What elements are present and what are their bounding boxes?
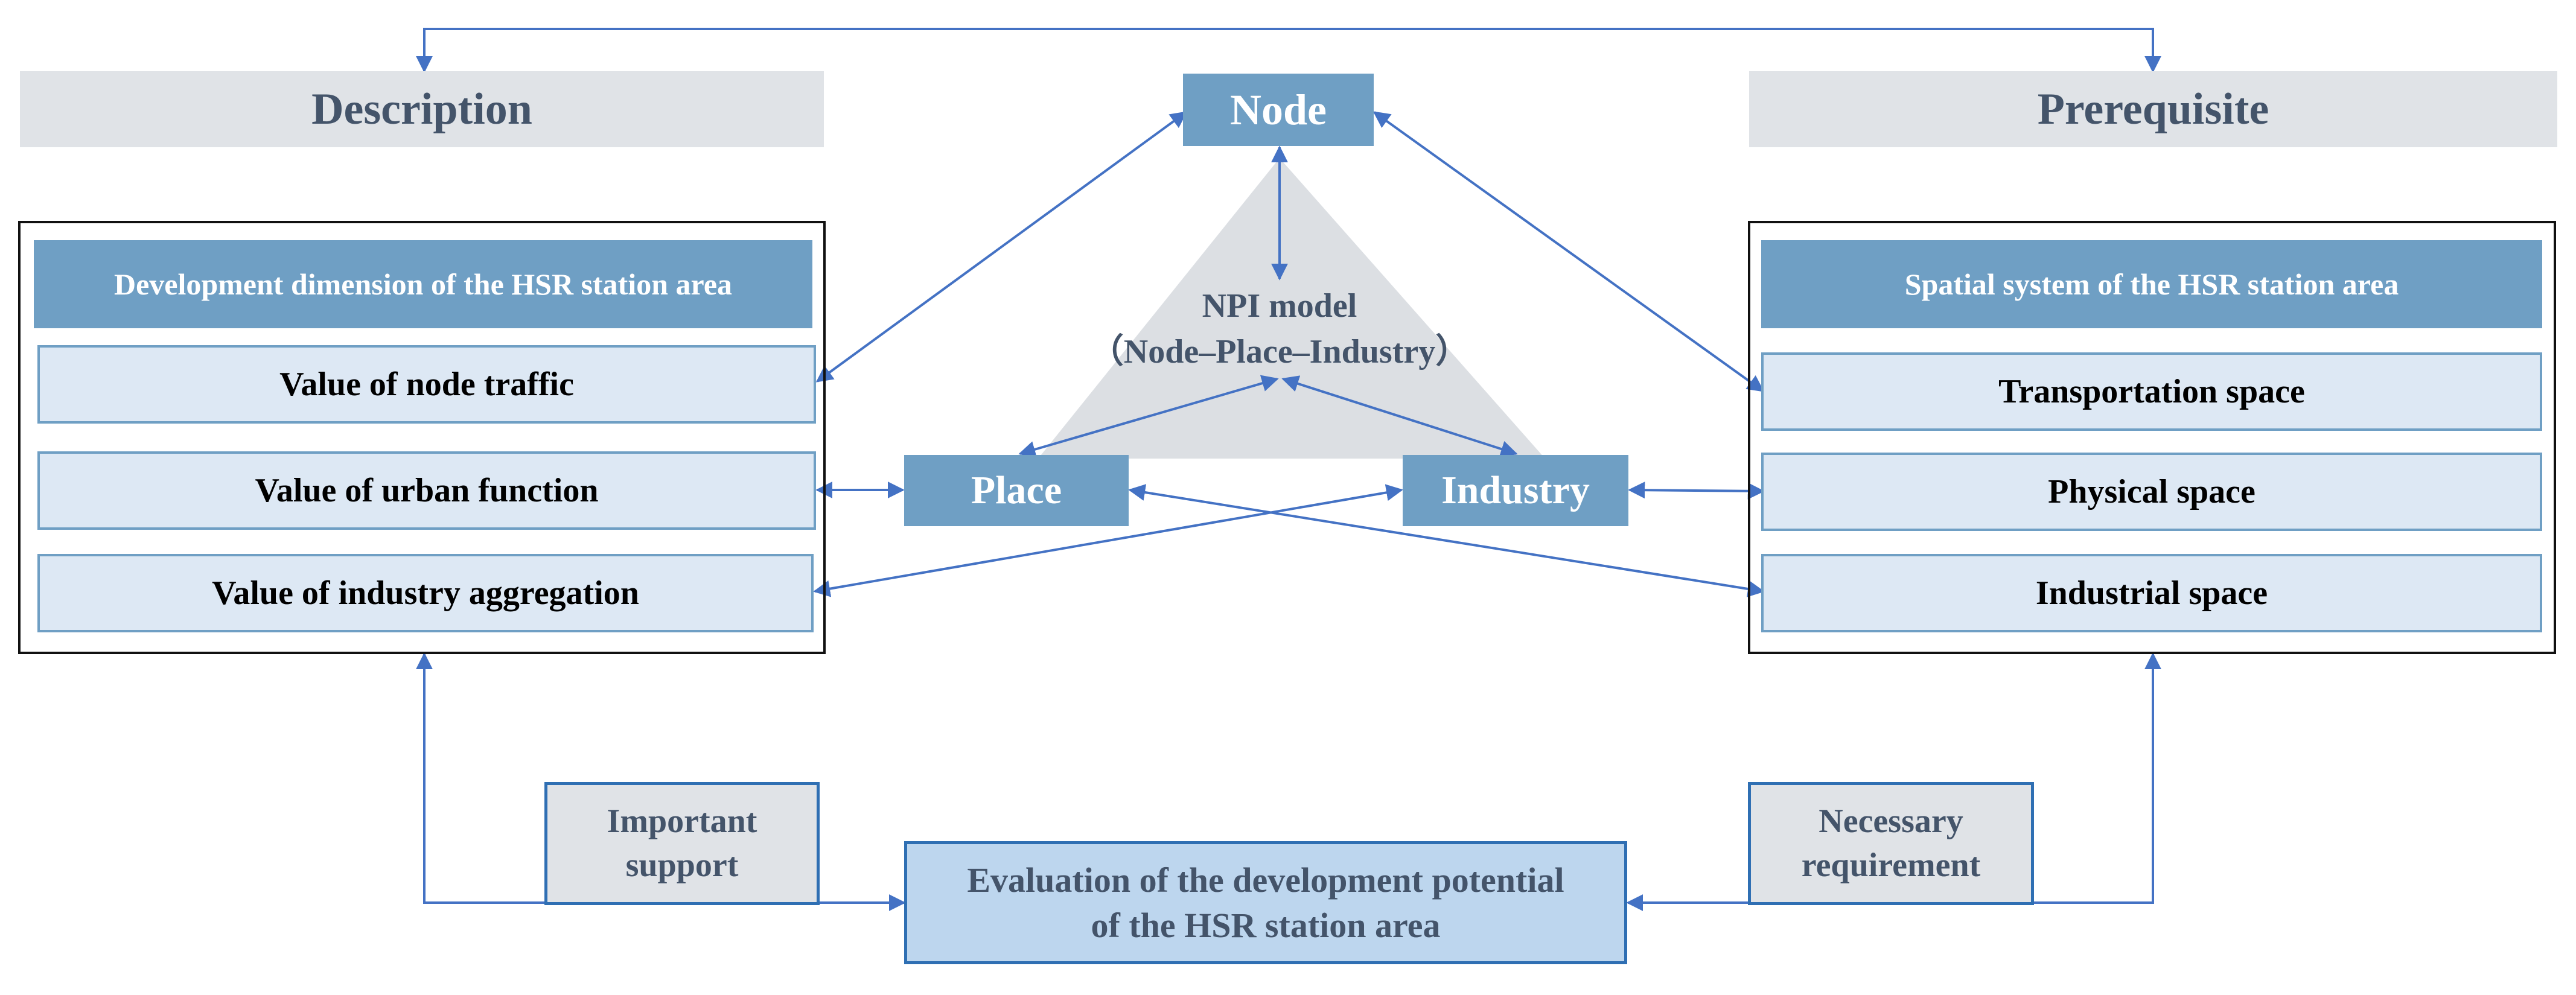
industry-physical-arrow (1628, 482, 1765, 500)
place-industrial-arrow (1128, 484, 1765, 597)
node-traffic-row: Value of node traffic (37, 345, 816, 424)
important-support-line2: support (625, 847, 739, 884)
necessary-requirement-line1: Necessary (1819, 803, 1963, 841)
evaluation-line2: of the HSR station area (1091, 906, 1441, 945)
npi-model-label: NPI model （Node–Place–Industry） (1038, 284, 1521, 375)
right-panel-title: Spatial system of the HSR station area (1761, 240, 2542, 328)
necessary-requirement-box: Necessary requirement (1748, 782, 2034, 905)
center-industry-arrow (1281, 375, 1518, 457)
evaluation-box: Evaluation of the development potential … (904, 841, 1627, 964)
necessary-requirement-line2: requirement (1801, 847, 1981, 884)
important-support-box: Important support (544, 782, 820, 905)
right-panel-frame (1748, 221, 2556, 654)
evaluation-line1: Evaluation of the development potential (967, 860, 1564, 900)
node-traffic-arrow (815, 111, 1188, 383)
top-link-arrow (416, 28, 2161, 73)
npi-title: NPI model (1202, 287, 1357, 325)
description-header: Description (20, 71, 824, 147)
left-panel-frame (18, 221, 826, 654)
npi-subtitle: （Node–Place–Industry） (1089, 332, 1470, 370)
node-box: Node (1183, 74, 1374, 146)
industry-box: Industry (1403, 455, 1628, 526)
physical-space-row: Physical space (1761, 453, 2542, 531)
place-box: Place (904, 455, 1129, 526)
left-panel-title: Development dimension of the HSR station… (34, 240, 812, 328)
urban-function-row: Value of urban function (37, 451, 816, 530)
center-place-arrow (1018, 375, 1279, 458)
industrial-space-row: Industrial space (1761, 554, 2542, 632)
prerequisite-header: Prerequisite (1749, 71, 2557, 147)
transportation-space-row: Transportation space (1761, 352, 2542, 431)
industry-aggregation-row: Value of industry aggregation (37, 554, 814, 632)
important-support-line1: Important (607, 803, 757, 841)
node-transport-arrow (1372, 111, 1765, 392)
